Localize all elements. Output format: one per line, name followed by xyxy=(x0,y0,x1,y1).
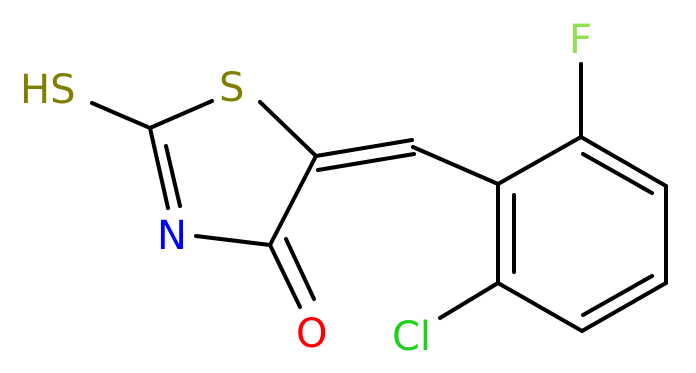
bond-s1-c5 xyxy=(258,100,318,158)
bond-c4b-c5b xyxy=(580,281,668,333)
bond-c2b-c3-inner xyxy=(581,152,654,195)
bond-c2b-c3 xyxy=(579,135,668,188)
bond-c5-ch-a xyxy=(314,138,414,158)
bond-c5-ch-b xyxy=(316,152,416,172)
bond-c2-s1 xyxy=(148,99,214,130)
bond-c2-n3-b xyxy=(164,144,182,208)
bond-c1-c2b xyxy=(496,135,583,186)
bond-c6-cl xyxy=(438,281,500,320)
bond-c4-o-a xyxy=(268,243,302,309)
atom-label-f: F xyxy=(569,17,592,63)
bond-c5b-c6 xyxy=(496,281,584,333)
bond-c4-o-b xyxy=(284,237,316,301)
atom-label-n3: N xyxy=(157,213,187,259)
atom-label-s1: S xyxy=(219,65,244,111)
atom-label-o4: O xyxy=(296,311,327,357)
bond-c2-n3-a xyxy=(148,126,170,210)
bond-c4-c5 xyxy=(268,154,318,247)
bond-ch-c1 xyxy=(411,145,500,186)
atom-label-hs: HS xyxy=(20,67,75,113)
bond-n3-c4 xyxy=(194,234,272,247)
bond-hs-c2 xyxy=(90,101,152,130)
atom-label-cl: Cl xyxy=(392,314,431,360)
bond-c4b-c5b-inner xyxy=(581,274,654,317)
